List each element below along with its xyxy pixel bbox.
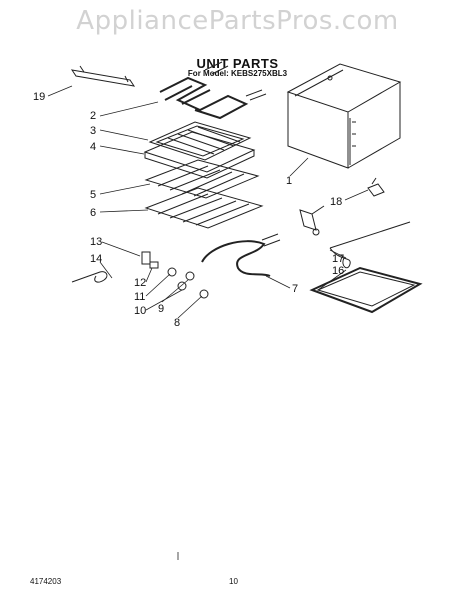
part-3-broil-pan-grid xyxy=(148,121,252,161)
part-8-screw xyxy=(199,289,209,299)
page-title: UNIT PARTS xyxy=(196,56,279,71)
part-18-clips xyxy=(299,177,385,236)
callout-17: 17 xyxy=(332,253,344,265)
callout-8: 8 xyxy=(174,317,180,329)
part-1-oven-cavity xyxy=(286,63,402,169)
part-6-oven-rack xyxy=(144,187,264,229)
part-7-bake-element xyxy=(201,233,281,277)
callout-19: 19 xyxy=(33,91,45,103)
callout-1: 1 xyxy=(286,175,292,187)
callout-7: 7 xyxy=(292,283,298,295)
part-12-insulator xyxy=(149,261,159,269)
callout-labels: 19 2 3 4 5 6 1 18 13 14 12 11 10 9 8 17 … xyxy=(33,91,344,329)
callout-18: 18 xyxy=(330,196,342,208)
callout-13: 13 xyxy=(90,236,102,248)
callout-9: 9 xyxy=(158,303,164,315)
callout-16: 16 xyxy=(332,265,344,277)
callout-2: 2 xyxy=(90,110,96,122)
model-subtitle: For Model: KEBS275XBL3 xyxy=(187,69,288,78)
part-17-temperature-sensor xyxy=(329,221,411,269)
part-13-terminal xyxy=(141,251,151,265)
part-16-bake-element xyxy=(309,266,423,314)
callout-14: 14 xyxy=(90,253,102,265)
doc-number: 4174203 xyxy=(30,577,62,586)
part-11-bushing xyxy=(167,267,177,277)
part-5-oven-rack xyxy=(144,159,260,199)
watermark: AppliancePartsPros.com xyxy=(76,6,399,36)
part-2-broil-element xyxy=(159,61,267,120)
part-4-broil-pan xyxy=(143,131,256,179)
part-19-bracket xyxy=(70,65,136,87)
page-number: 10 xyxy=(229,577,238,586)
callout-3: 3 xyxy=(90,125,96,137)
callout-6: 6 xyxy=(90,207,96,219)
part-9-washer xyxy=(185,271,195,281)
part-14-wire xyxy=(71,271,108,283)
callout-12: 12 xyxy=(134,277,146,289)
callout-4: 4 xyxy=(90,141,96,153)
callout-5: 5 xyxy=(90,189,96,201)
callout-10: 10 xyxy=(134,305,146,317)
callout-11: 11 xyxy=(134,291,145,303)
